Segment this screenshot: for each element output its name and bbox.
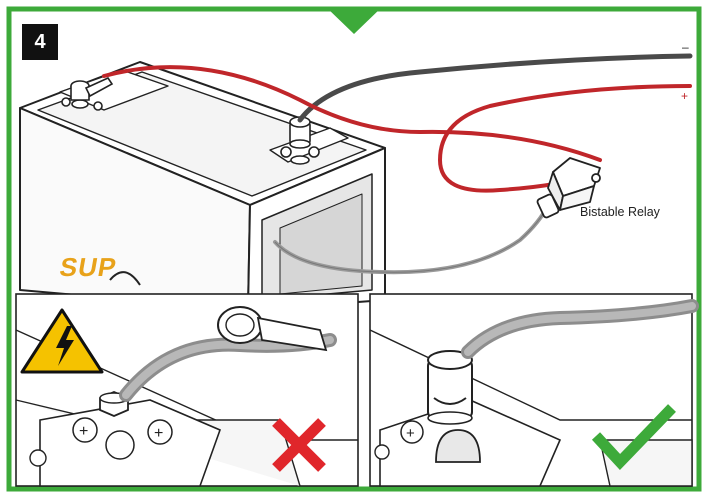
brand-logo-text: SUP [57, 252, 120, 282]
positive-terminal-label: + [681, 89, 689, 103]
panel-correct: + [369, 293, 699, 487]
negative-terminal-label: – [682, 40, 689, 54]
terminal-post-left [61, 76, 114, 111]
panel-incorrect: + + [15, 293, 359, 487]
svg-text:+: + [154, 425, 163, 442]
svg-text:+: + [406, 425, 415, 442]
relay-label: Bistable Relay [580, 205, 660, 219]
step-number-badge: 4 [22, 24, 58, 60]
wire-positive-out [437, 84, 692, 193]
checkmark-icon [591, 404, 676, 471]
brand-swoosh [109, 271, 141, 286]
wire-positive-main [102, 65, 602, 162]
cross-icon [272, 418, 326, 472]
frame-notch [326, 7, 382, 34]
wire-negative [297, 53, 693, 123]
svg-text:+: + [79, 423, 88, 440]
bistable-relay [536, 157, 601, 219]
